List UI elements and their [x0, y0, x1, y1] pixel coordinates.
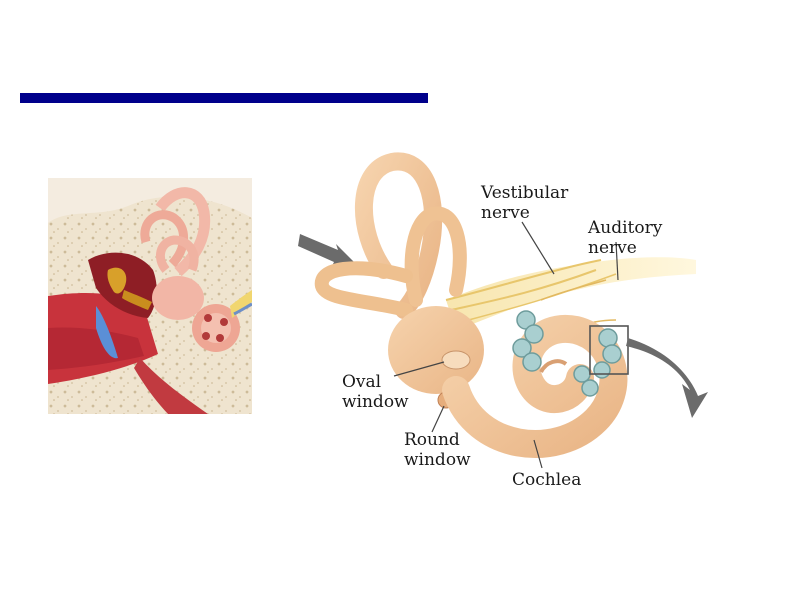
nerve-bundle	[230, 290, 252, 318]
eardrum	[96, 306, 118, 359]
auditory-nerve-leader	[615, 241, 619, 281]
ear-cross-section-inset	[48, 178, 252, 414]
ossicles	[107, 267, 127, 294]
cochlear-duct-cross-sections	[512, 310, 622, 397]
ear-cross-section-illustration	[48, 178, 252, 414]
auditory-nerve-label: Auditory nerve	[588, 218, 663, 258]
superior-canal	[354, 152, 443, 319]
inner-ear-diagram	[298, 152, 708, 469]
cochlea-spiral	[442, 314, 628, 458]
cochlea-label: Cochlea	[512, 470, 582, 490]
vestibular-nerve-label: Vestibular nerve	[481, 183, 569, 223]
round-window-leader	[431, 405, 445, 433]
auditory-nerve-bundle	[446, 257, 696, 330]
round-window-label: Round window	[404, 430, 471, 470]
title-bar	[20, 93, 428, 103]
vestibule	[388, 306, 484, 394]
oval-window-leader	[393, 361, 445, 377]
oval-window-icon	[441, 350, 471, 370]
incoming-arrow-icon	[298, 234, 356, 270]
oval-window-label: Oval window	[342, 372, 409, 412]
vestibular-nerve-leader	[521, 221, 555, 275]
outgoing-arrow-icon	[626, 338, 708, 418]
posterior-canal	[404, 206, 467, 307]
cochlea-leader	[533, 439, 543, 469]
lateral-canal	[314, 261, 413, 317]
magnification-box	[589, 325, 629, 375]
